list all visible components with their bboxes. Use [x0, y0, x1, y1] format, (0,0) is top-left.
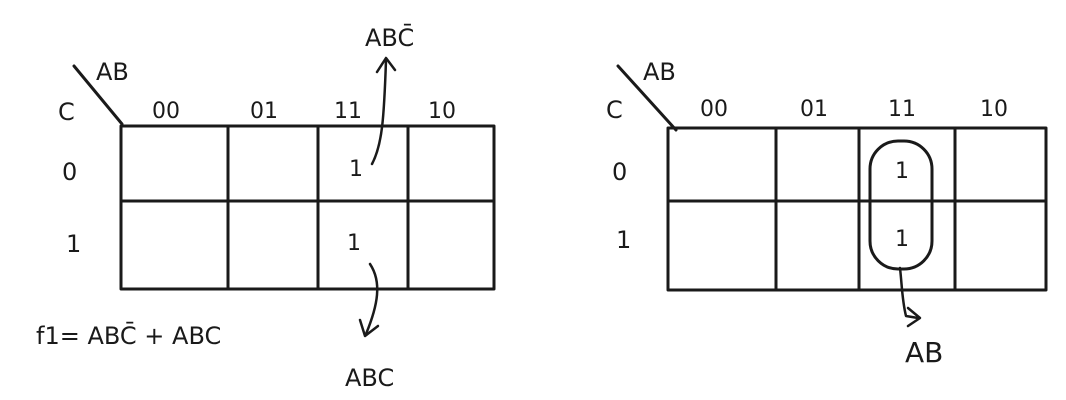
- left-arrow-down: [364, 262, 379, 336]
- right-cell-1-11: 1: [895, 227, 909, 252]
- left-col-header-10: 10: [428, 99, 456, 124]
- left-cell-1-11: 1: [347, 231, 361, 256]
- left-var-row: C: [58, 98, 75, 126]
- left-callout-top: ABC̄: [365, 23, 414, 52]
- right-row-header-0: 0: [612, 158, 627, 186]
- left-arrowhead-up: [375, 56, 397, 74]
- right-col-header-10: 10: [980, 97, 1008, 122]
- right-group-label: AB: [905, 336, 943, 369]
- left-corner-diagonal: [72, 64, 124, 126]
- right-var-row: C: [606, 96, 623, 124]
- left-callout-bottom: ABC: [345, 364, 394, 392]
- left-arrowhead-down: [358, 318, 380, 338]
- left-var-col: AB: [96, 58, 129, 86]
- left-kmap: AB C 00 01 11 10 0 1 1 1 ABC̄ ABC f1= AB: [36, 23, 496, 392]
- right-row-header-1: 1: [616, 226, 631, 254]
- right-cell-0-11: 1: [895, 159, 909, 184]
- left-col-header-11: 11: [334, 99, 362, 124]
- left-row-header-1: 1: [66, 230, 81, 258]
- right-kmap: AB C 00 01 11 10 0 1 1 1 AB: [606, 58, 1048, 369]
- left-grid: [119, 124, 496, 291]
- left-col-header-00: 00: [152, 99, 180, 124]
- left-equation: f1= ABC̄ + ABC: [36, 321, 221, 350]
- left-arrow-up: [370, 58, 388, 166]
- right-arrow-down: [898, 266, 920, 320]
- right-col-header-11: 11: [888, 97, 916, 122]
- right-arrowhead-down: [906, 306, 922, 328]
- right-col-header-00: 00: [700, 97, 728, 122]
- left-cell-0-11: 1: [349, 157, 363, 182]
- left-row-header-0: 0: [62, 158, 77, 186]
- right-corner-diagonal: [616, 64, 678, 132]
- right-col-header-01: 01: [800, 97, 828, 122]
- right-var-col: AB: [643, 58, 676, 86]
- right-grid: [666, 126, 1048, 292]
- left-col-header-01: 01: [250, 99, 278, 124]
